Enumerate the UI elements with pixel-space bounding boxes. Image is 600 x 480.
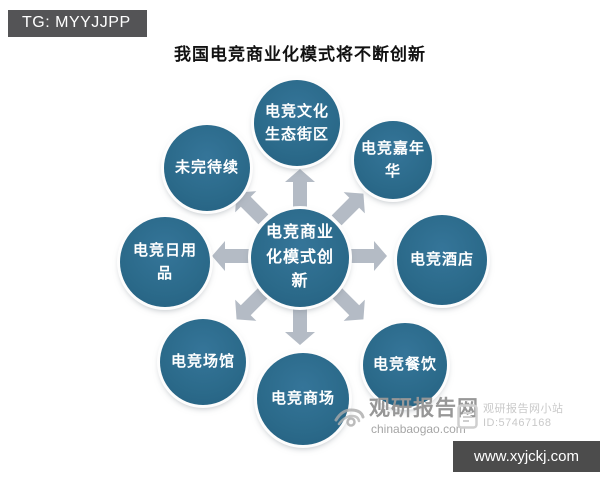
arrow-down-right-icon [331,287,365,321]
node-circle-daily-goods: 电竞日用 品 [120,217,210,307]
arrow-right-icon [349,241,387,271]
tg-badge: TG: MYYJJPP [8,10,147,37]
footer-url-bar: www.xyjckj.com [453,441,600,472]
watermark-site: 观研报告网 chinabaogao.com [334,397,479,437]
node-circle-mall: 电竞商场 [257,353,349,445]
hub-circle-esports-commercialization: 电竞商业 化模式创 新 [251,209,349,307]
watermark-site-url: chinabaogao.com [371,422,466,437]
arrow-left-icon [212,241,250,271]
node-circle-to-be-continued: 未完待续 [164,125,250,211]
watermark-site-name: 观研报告网 [369,397,479,420]
page-title: 我国电竞商业化模式将不断创新 [174,45,426,64]
node-circle-culture-district: 电竞文化 生态街区 [254,80,340,166]
arrow-down-icon [285,307,315,345]
node-circle-dining: 电竞餐饮 [363,323,447,407]
watermark-station: 观研报告网小站 ID:57467168 [457,402,564,431]
node-circle-venue: 电竞场馆 [160,319,246,405]
watermark-station-name: 观研报告网小站 [483,403,564,415]
arrow-up-right-icon [331,192,365,226]
arrow-down-left-icon [235,287,269,321]
eye-logo-icon [334,408,365,427]
watermark-station-id: ID:57467168 [483,417,552,430]
arrow-up-icon [285,169,315,207]
arrow-up-left-icon [235,191,269,225]
node-circle-hotel: 电竞酒店 [397,215,487,305]
station-logo-icon [457,404,478,429]
node-circle-carnival: 电竞嘉年 华 [354,121,432,199]
